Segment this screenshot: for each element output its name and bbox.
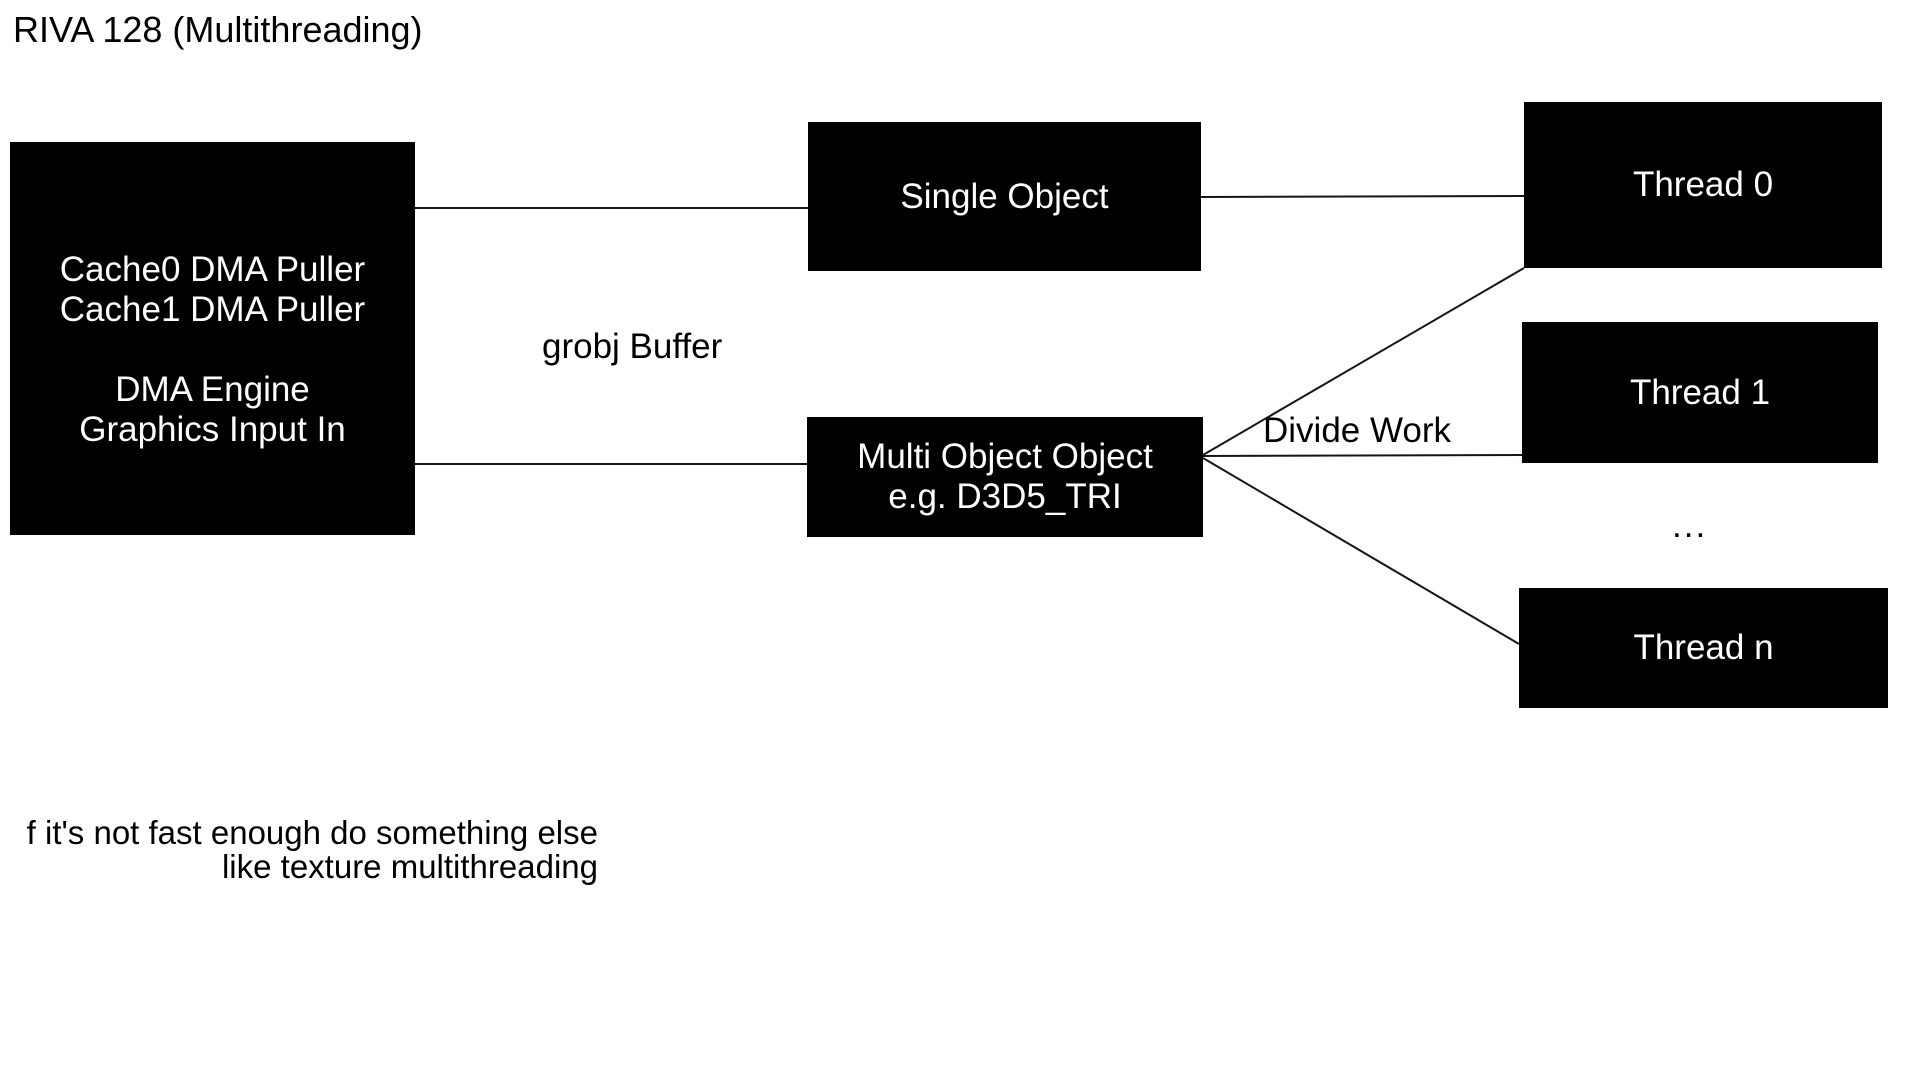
threads-ellipsis: ...: [1672, 506, 1708, 545]
pipeline-line-graphics-input: Graphics Input In: [79, 409, 346, 449]
thread-0-label: Thread 0: [1632, 165, 1774, 204]
thread-1-label: Thread 1: [1629, 372, 1771, 412]
single-object-box: Single Object: [808, 122, 1201, 271]
annotation-note-line2: like texture multithreading: [221, 848, 598, 885]
annotation-note-line1: f it's not fast enough do something else: [26, 814, 598, 851]
thread-n-label: Thread n: [1633, 628, 1774, 667]
multi-object-label-line1: Multi Object Object: [857, 437, 1153, 476]
connector-multi-object-to-thread-n: [1202, 457, 1520, 645]
page-title: RIVA 128 (Multithreading): [13, 9, 423, 50]
pipeline-line-cache0: Cache0 DMA Puller: [59, 249, 366, 289]
multi-object-box: Multi Object Object e.g. D3D5_TRI: [807, 417, 1203, 537]
pipeline-line-dma-engine: DMA Engine: [115, 369, 310, 409]
annotation-note: f it's not fast enough do something else…: [27, 816, 598, 884]
connector-multi-object-to-thread-0: [1202, 267, 1525, 456]
connector-single-object-to-thread-0: [1200, 195, 1525, 198]
thread-0-box: Thread 0: [1524, 102, 1882, 268]
pipeline-line-cache1: Cache1 DMA Puller: [59, 289, 366, 329]
single-object-label: Single Object: [900, 176, 1109, 216]
connector-multi-object-to-thread-1: [1202, 454, 1523, 457]
thread-1-box: Thread 1: [1522, 322, 1878, 463]
dma-pipeline-box: Cache0 DMA Puller Cache1 DMA Puller DMA …: [10, 142, 415, 535]
divide-work-label: Divide Work: [1263, 411, 1452, 450]
multi-object-label-line2: e.g. D3D5_TRI: [888, 477, 1122, 516]
thread-n-box: Thread n: [1519, 588, 1888, 708]
grobj-buffer-label: grobj Buffer: [542, 327, 723, 366]
